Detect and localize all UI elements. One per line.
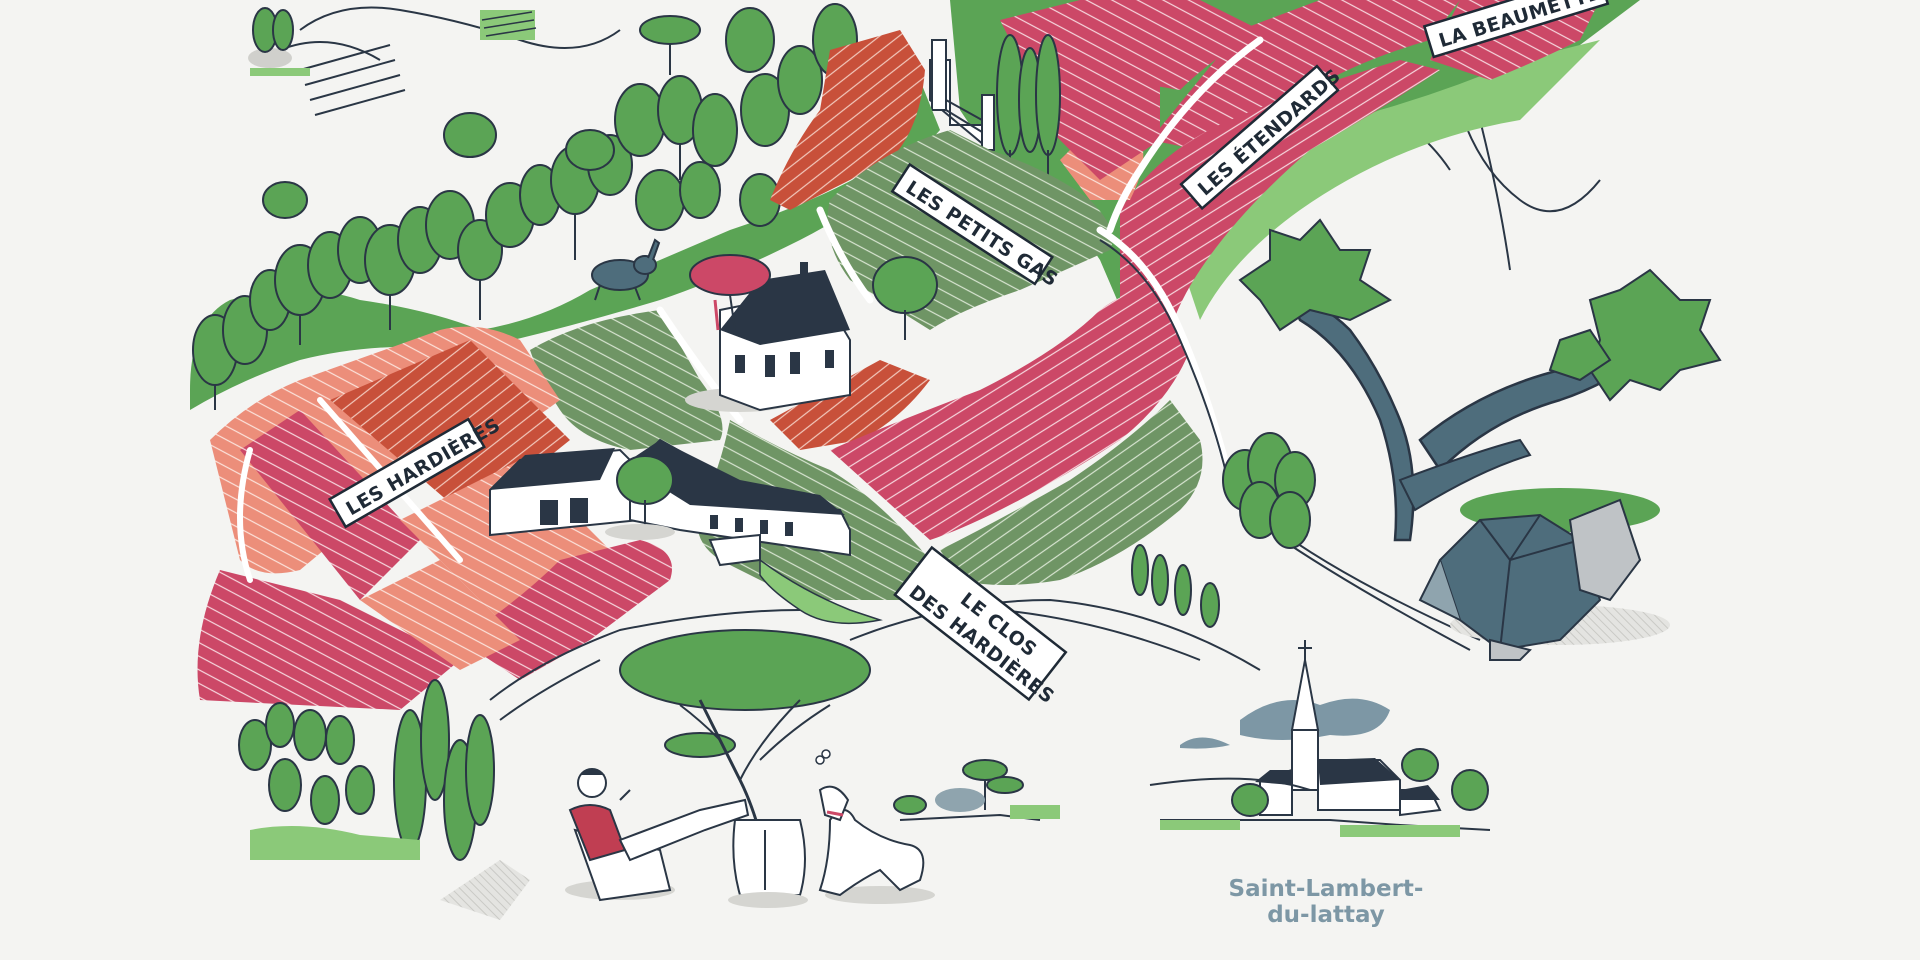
bottom-paths — [489, 598, 1261, 721]
estate-gate — [929, 39, 995, 153]
schist-rock-icon — [1418, 498, 1670, 661]
forest-floor — [190, 80, 940, 410]
umbrella-pine-icon — [619, 629, 871, 881]
barrel-icon — [728, 819, 808, 908]
small-trees-bottom — [893, 759, 1060, 821]
parcel-sage-west[interactable] — [530, 310, 723, 450]
top-left-orchard — [248, 6, 701, 116]
farmhouse-icon — [489, 438, 883, 625]
man-in-armchair-icon — [565, 768, 750, 902]
parcel-rust-upper[interactable] — [770, 30, 925, 210]
manor-house-icon — [685, 254, 851, 412]
village-label[interactable]: Saint-Lambert- du-lattay — [1229, 876, 1424, 928]
village-label-line2: du-lattay — [1267, 902, 1385, 928]
hare-icon — [591, 238, 661, 301]
parcel-sage-east[interactable] — [940, 400, 1203, 585]
tree-cluster-bottom-left — [238, 679, 495, 861]
dog-icon — [815, 749, 935, 904]
parcel-crimson-central[interactable] — [830, 292, 1190, 540]
tree-manor — [872, 256, 938, 340]
church-icon — [1149, 640, 1491, 837]
tree-cluster-center — [1131, 432, 1316, 628]
cypress-row — [996, 34, 1061, 175]
village-label-line1: Saint-Lambert- — [1229, 876, 1424, 902]
parcel-rust-manor[interactable] — [770, 360, 930, 450]
